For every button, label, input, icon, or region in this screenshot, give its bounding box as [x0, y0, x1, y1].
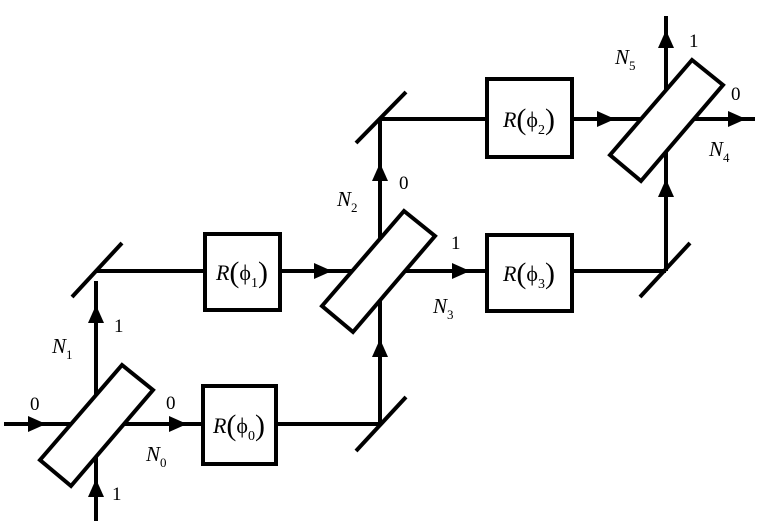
arrow-right-icon: [597, 111, 615, 127]
n3-label: N3: [432, 294, 454, 322]
port-label: 1: [451, 233, 461, 254]
arrow-right-icon: [728, 111, 746, 127]
phase-shifter-phi0: R(ϕ0): [201, 384, 278, 466]
mirror: [70, 241, 124, 299]
port-labels: 0 1 0 1 0 1 0 1: [30, 31, 741, 505]
phase-shifter-phi3: R(ϕ3): [485, 233, 574, 313]
arrow-up-icon: [372, 339, 388, 357]
beam-splitter-1: [37, 362, 156, 489]
n4-label: N4: [708, 137, 730, 165]
beam-splitter-3: [607, 57, 726, 184]
phase-shifter-phi1: R(ϕ1): [203, 232, 282, 312]
phase-box: [485, 77, 574, 159]
phase-box: [485, 233, 574, 313]
phase-label: R(ϕ0): [212, 409, 265, 444]
arrow-right-icon: [452, 263, 470, 279]
n0-label: N0: [145, 442, 167, 470]
beam-splitters: [37, 57, 726, 489]
phase-shifter-phi2: R(ϕ2): [485, 77, 574, 159]
arrow-up-icon: [658, 30, 674, 48]
port-label: 1: [112, 484, 122, 505]
port-label: 0: [30, 394, 40, 415]
mirrors: [70, 90, 692, 453]
port-label: 0: [399, 173, 409, 194]
mirror: [354, 90, 408, 145]
n5-label: N5: [614, 45, 636, 73]
port-label: 0: [731, 84, 741, 105]
phase-box: [201, 384, 278, 466]
phase-box: [203, 232, 282, 312]
mirror: [638, 241, 692, 299]
arrows: [28, 30, 746, 497]
arrow-up-icon: [658, 179, 674, 197]
arrow-up-icon: [88, 305, 104, 323]
phase-label: R(ϕ3): [502, 257, 555, 292]
arrow-right-icon: [314, 263, 332, 279]
n2-label: N2: [336, 187, 358, 215]
port-label: 1: [689, 31, 699, 52]
port-label: 0: [166, 393, 176, 414]
number-labels: N0 N1 N2 N3 N4 N5: [51, 45, 730, 470]
arrow-right-icon: [169, 416, 187, 432]
port-label: 1: [114, 316, 124, 337]
phase-label: R(ϕ1): [215, 256, 268, 291]
beam-splitter-2: [319, 208, 438, 335]
arrow-right-icon: [28, 416, 46, 432]
phase-label: R(ϕ2): [502, 103, 555, 138]
arrow-up-icon: [88, 479, 104, 497]
arrow-up-icon: [372, 163, 388, 181]
mirror: [354, 395, 408, 453]
n1-label: N1: [51, 334, 73, 362]
